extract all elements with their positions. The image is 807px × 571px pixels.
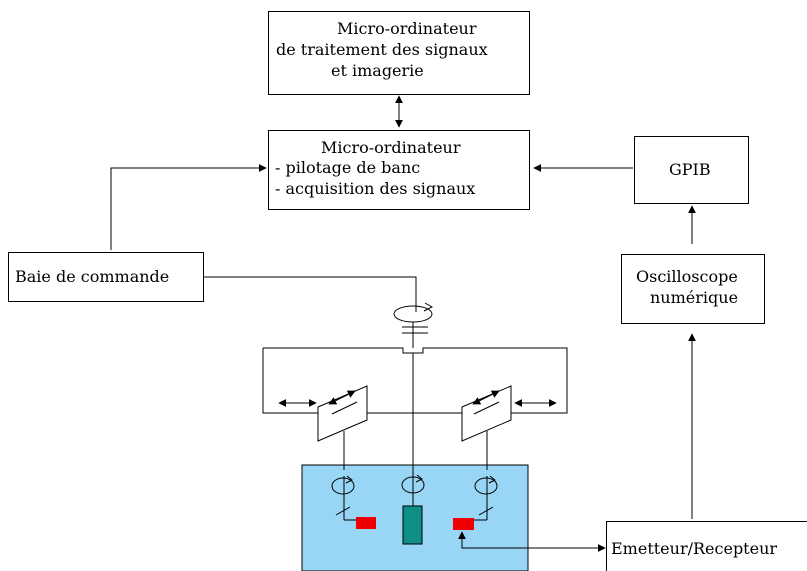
arrow-emetteur-to-transducer	[458, 531, 606, 552]
left-carriage	[317, 385, 368, 442]
gpib-box: GPIB	[634, 136, 749, 204]
imaging-box-line-1: Micro-ordinateur	[337, 19, 477, 38]
right-transducer	[453, 518, 474, 530]
right-probe-rotation-arrowhead	[488, 475, 496, 484]
shaft-rotation-icon	[393, 305, 433, 323]
control-box-line-1: Micro-ordinateur	[321, 138, 461, 157]
baie-cable	[203, 276, 417, 312]
right-probe-tick	[478, 506, 494, 516]
baie-label: Baie de commande	[15, 267, 170, 286]
gpib-label: GPIB	[669, 160, 711, 179]
center-rotation-arrowhead	[415, 474, 423, 483]
control-box-line-3: - acquisition des signaux	[275, 179, 476, 198]
baie-de-commande-box: Baie de commande	[8, 252, 204, 302]
oscilloscope-line-1: Oscilloscope	[636, 267, 738, 286]
control-box-line-2: - pilotage de banc	[275, 158, 421, 177]
emetteur-label: Emetteur/Recepteur	[611, 539, 778, 558]
left-probe-rotation-icon	[331, 477, 355, 495]
control-computer-box: Micro-ordinateur - pilotage de banc - ac…	[268, 130, 530, 210]
imaging-box-line-3: et imagerie	[331, 61, 424, 80]
imaging-box-line-2: de traitement des signaux	[276, 40, 488, 59]
left-probe-tick	[335, 506, 351, 516]
left-carriage-arrow	[328, 390, 356, 405]
imaging-computer-box: Micro-ordinateur de traitement des signa…	[268, 11, 530, 95]
specimen	[402, 505, 423, 545]
left-probe-rotation-arrowhead	[345, 475, 353, 484]
left-transducer	[356, 517, 376, 529]
right-carriage-arrow	[472, 390, 500, 405]
right-probe-rotation-icon	[474, 477, 498, 495]
oscilloscope-line-2: numérique	[650, 288, 739, 307]
arrow-baie-to-pc	[110, 164, 267, 250]
emetteur-recepteur-box: Emetteur/Recepteur	[606, 521, 807, 571]
shaft-rotation-arrowhead	[423, 302, 434, 312]
oscilloscope-box: Oscilloscope numérique	[621, 254, 765, 324]
